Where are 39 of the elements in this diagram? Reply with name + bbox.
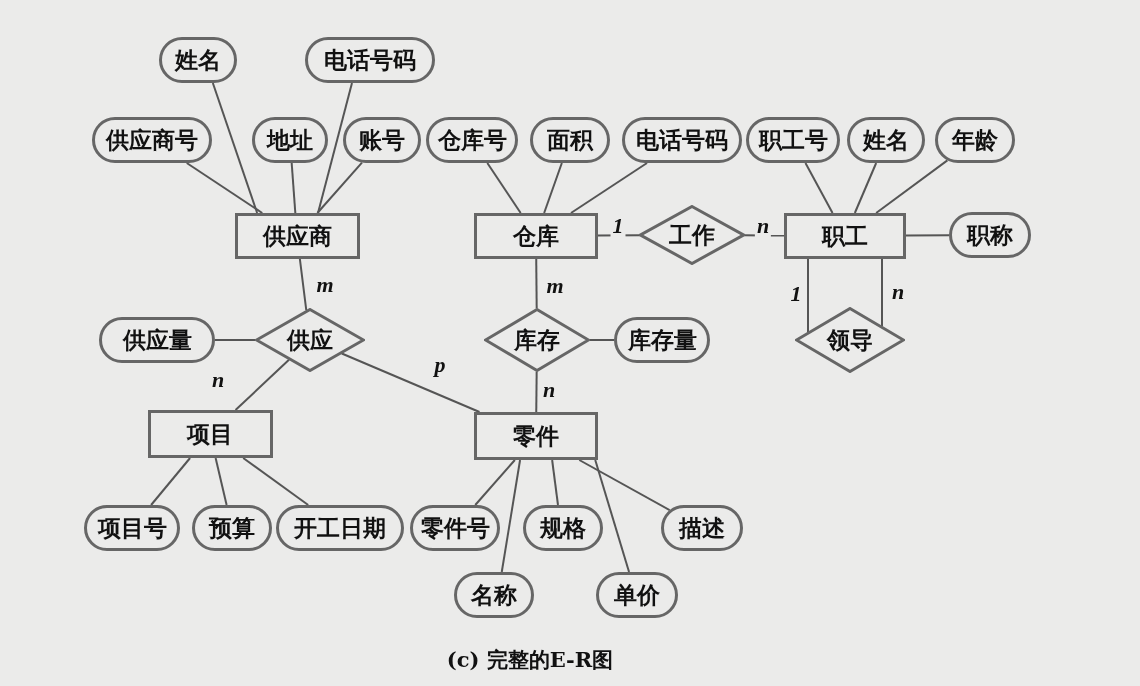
connector-line [597,234,641,237]
connector-line [234,358,290,411]
connector-line [594,459,631,573]
connector-line [500,459,522,573]
entity-box: 供应商 [234,213,360,259]
connector-line [743,234,785,237]
connector-line [316,161,363,214]
entity-box: 职工 [784,213,906,259]
connector-line [486,162,522,214]
connector-line [589,339,615,341]
caption: (c) 完整的E-R图 [446,646,614,674]
connector-line [290,162,297,214]
entity-box: 仓库 [474,213,598,259]
connector-line [535,370,538,413]
connector-line [875,159,949,214]
relationship-diamond: 供应 [255,308,365,372]
connector-line [214,339,256,341]
connector-line [214,457,228,506]
connector-line [578,459,671,512]
relationship-diamond: 工作 [639,205,745,265]
connector-line [543,162,563,214]
entity-box: 项目 [147,410,273,458]
connector-line [150,457,192,506]
relationship-diamond: 库存 [484,308,590,372]
connector-line [804,162,834,214]
connector-line [211,82,259,214]
connector-line [905,234,950,237]
connector-line [570,162,648,214]
connector-line [535,258,538,310]
connector-line [242,457,310,506]
entity-box: 零件 [474,412,598,460]
connector-line [185,162,264,214]
connector-line [881,258,883,328]
connector-line [298,258,308,312]
connector-line [474,459,516,506]
connector-line [340,352,481,413]
relationship-diamond: 领导 [795,307,905,373]
connector-line [853,162,878,214]
connector-line [551,459,559,506]
